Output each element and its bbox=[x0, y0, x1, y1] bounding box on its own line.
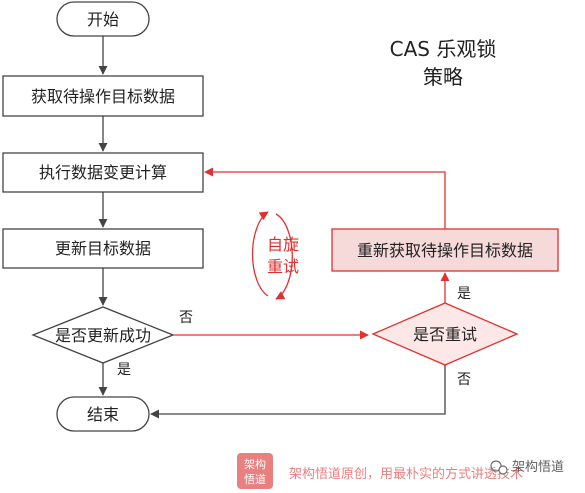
end-node bbox=[56, 396, 150, 432]
refetch-node bbox=[331, 228, 559, 272]
diagram-title-line2: 策略 bbox=[423, 65, 463, 89]
fetch-node-label: 获取待操作目标数据 bbox=[31, 87, 175, 106]
start-node-label: 开始 bbox=[87, 10, 119, 29]
edge-label-success-no: 否 bbox=[179, 310, 193, 326]
spin-retry-arc-left bbox=[251, 211, 269, 297]
check-success-node-label: 是否更新成功 bbox=[55, 326, 151, 345]
spin-retry-label-line2: 重试 bbox=[267, 257, 299, 276]
edge-retry-no bbox=[150, 365, 446, 419]
update-node-label: 更新目标数据 bbox=[55, 239, 151, 258]
check-retry-node-label: 是否重试 bbox=[413, 325, 477, 344]
compute-node-label: 执行数据变更计算 bbox=[39, 163, 167, 182]
edge-label-retry-yes: 是 bbox=[457, 286, 471, 302]
watermark: 架构 悟道 架构悟道原创，用最朴实的方式讲透技术 架构悟道 bbox=[237, 453, 564, 489]
refetch-node-label: 重新获取待操作目标数据 bbox=[357, 241, 533, 260]
watermark-brand: 架构悟道 bbox=[512, 460, 564, 475]
watermark-slogan: 架构悟道原创，用最朴实的方式讲透技术 bbox=[289, 466, 523, 482]
edge-label-retry-no: 否 bbox=[457, 372, 471, 388]
diagram-title-line1: CAS 乐观锁 bbox=[390, 37, 497, 61]
watermark-logo bbox=[237, 453, 273, 489]
edge-label-success-yes: 是 bbox=[117, 362, 131, 378]
wechat-icon-bubble-small bbox=[498, 465, 508, 475]
spin-retry-arc-right bbox=[275, 213, 293, 300]
watermark-logo-line1: 架构 bbox=[244, 457, 266, 471]
watermark-logo-line2: 悟道 bbox=[244, 472, 266, 486]
update-node bbox=[2, 228, 204, 269]
spin-retry-label-line1: 自旋 bbox=[267, 235, 299, 254]
fetch-node bbox=[2, 75, 204, 117]
end-node-label: 结束 bbox=[87, 405, 119, 424]
edge-refetch-compute bbox=[204, 167, 446, 229]
